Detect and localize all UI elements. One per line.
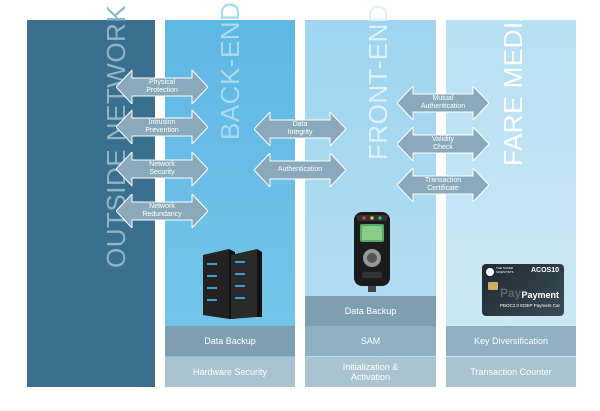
frontend-band-data-backup: Data Backup — [305, 296, 436, 326]
arrow-label: Authentication — [277, 166, 323, 173]
band-label: Initialization & Activation — [342, 362, 399, 382]
card-chip — [488, 282, 498, 290]
server-rack-illustration — [201, 247, 263, 321]
card-brand: THE NAKED SCIENTISTS — [496, 266, 514, 274]
band-label: SAM — [360, 336, 381, 346]
faremedia-band-transaction-counter: Transaction Counter — [446, 357, 576, 387]
card-brand-logo — [486, 268, 494, 276]
band-label: Data Backup — [344, 306, 397, 316]
arrow-label: Transaction Certificate — [424, 177, 462, 192]
payment-card-illustration: THE NAKED SCIENTISTS ACOS10 Pay Payment … — [482, 264, 564, 316]
arrow-label: Intrusion Prevention — [145, 119, 179, 134]
card-subtitle: PBOC2.0 EDEP Payment Car — [500, 303, 560, 308]
arrow-validity-check: Validity Check — [397, 127, 489, 161]
arrow-data-integrity: Data Integrity — [254, 112, 346, 146]
arrow-network-redundancy: Network Redundancy — [116, 194, 208, 228]
arrow-label: Physical Protection — [146, 79, 178, 94]
fare-media-title: FARE MEDIA — [498, 3, 528, 166]
arrow-physical-protection: Physical Protection — [116, 70, 208, 104]
arrow-authentication: Authentication — [254, 153, 346, 187]
arrow-label: Network Redundancy — [142, 203, 182, 218]
arrow-network-security: Network Security — [116, 152, 208, 186]
card-watermark: Pay — [500, 286, 522, 300]
band-label: Key Diversification — [473, 336, 549, 346]
band-label: Data Backup — [204, 336, 256, 346]
backend-band-data-backup: Data Backup — [165, 326, 295, 356]
arrow-label: Network Security — [149, 161, 175, 176]
card-model: ACOS10 — [530, 267, 559, 274]
frontend-band-initialization: Initialization & Activation — [305, 357, 436, 387]
arrow-intrusion-prevention: Intrusion Prevention — [116, 110, 208, 144]
fare-media-column: FARE MEDIA THE NAKED SCIENTISTS ACOS10 P… — [446, 4, 576, 387]
arrow-label: Mutual Authentication — [420, 95, 466, 110]
arrow-label: Validity Check — [431, 136, 455, 151]
arrow-label: Data Integrity — [287, 121, 313, 136]
faremedia-band-key-diversification: Key Diversification — [446, 326, 576, 356]
band-label: Hardware Security — [192, 367, 268, 377]
front-end-title: FRONT-END — [363, 3, 393, 160]
back-end-title: BACK-END — [215, 1, 245, 140]
arrow-mutual-authentication: Mutual Authentication — [397, 86, 489, 120]
frontend-band-sam: SAM — [305, 326, 436, 356]
backend-band-hardware-security: Hardware Security — [165, 357, 295, 387]
band-label: Transaction Counter — [470, 367, 552, 377]
front-end-column: FRONT-END Data Backup SAM Initialization… — [305, 4, 436, 387]
card-reader-illustration — [350, 212, 394, 292]
arrow-transaction-certificate: Transaction Certificate — [397, 168, 489, 202]
card-title: Payment — [521, 290, 559, 300]
